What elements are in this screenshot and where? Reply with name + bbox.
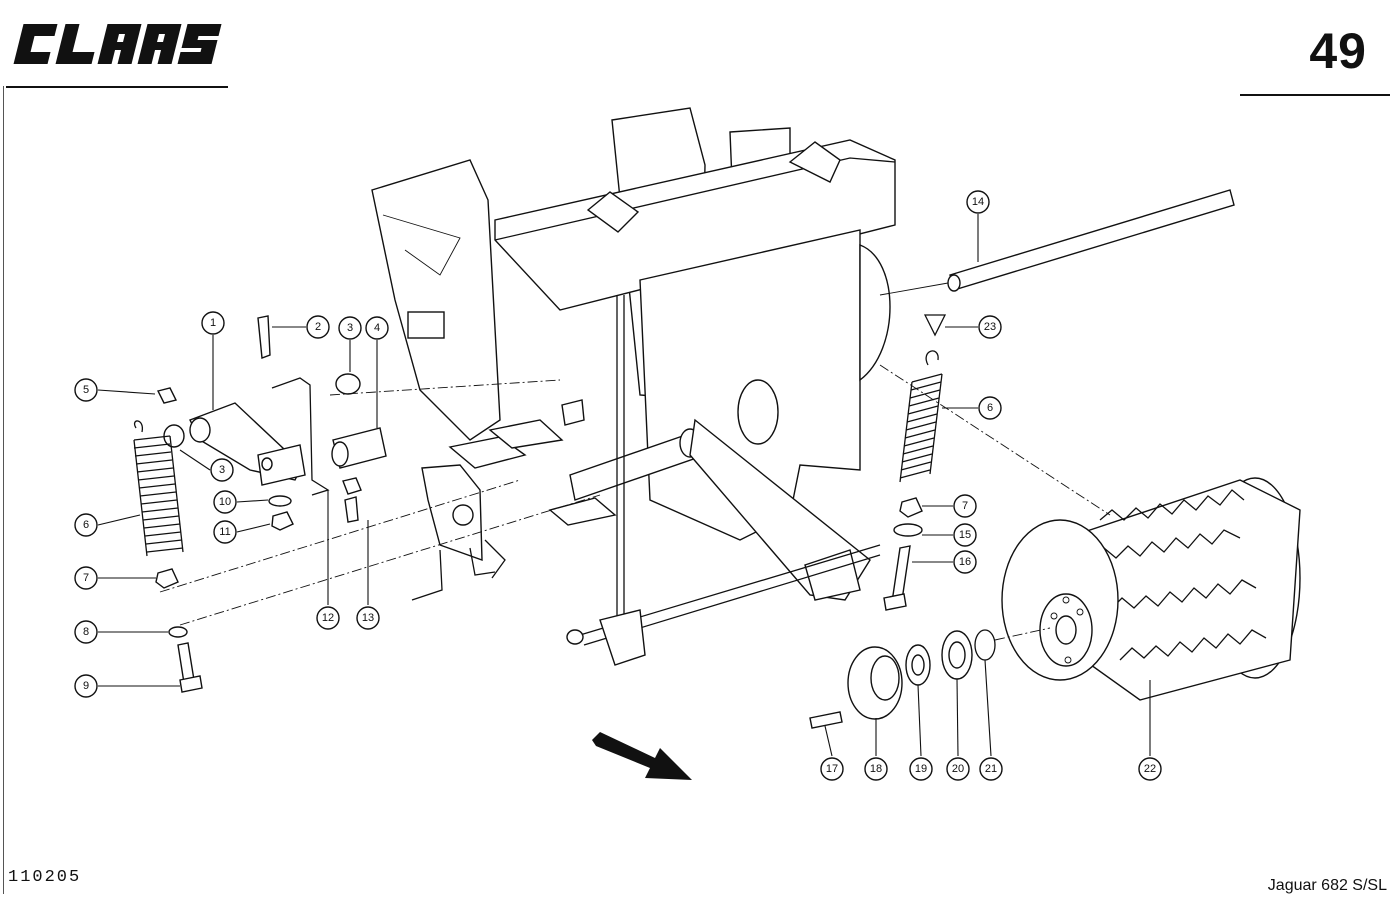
callout-12: 12	[316, 606, 340, 630]
callout-8: 8	[74, 620, 98, 644]
callout-13-label: 13	[362, 612, 374, 624]
claas-logo-mark	[13, 24, 222, 64]
callout-21-label: 21	[985, 763, 997, 775]
callout-10-label: 10	[219, 496, 231, 508]
callout-22: 22	[1138, 757, 1162, 781]
callout-15: 15	[953, 523, 977, 547]
callout-18: 18	[864, 757, 888, 781]
callout-10: 10	[213, 490, 237, 514]
left-spring	[133, 420, 184, 557]
frame-border	[3, 86, 4, 894]
left-tensioner-assembly	[133, 315, 601, 693]
right-drum-assembly	[809, 189, 1301, 729]
callout-20-label: 20	[952, 763, 964, 775]
header-rule-left	[6, 86, 228, 88]
callout-13: 13	[356, 606, 380, 630]
leader-lines	[97, 214, 1151, 757]
header-rule-right	[1240, 94, 1390, 96]
callout-5: 5	[74, 378, 98, 402]
callout-6-right-label: 6	[987, 402, 993, 414]
callout-19-label: 19	[915, 763, 927, 775]
callout-23: 23	[978, 315, 1002, 339]
callout-9-label: 9	[83, 680, 89, 692]
main-frame	[371, 107, 896, 666]
callout-6-left-label: 6	[83, 519, 89, 531]
model-name: Jaguar 682 S/SL	[1267, 877, 1387, 894]
callout-6-left: 6	[74, 513, 98, 537]
callout-7-left-label: 7	[83, 572, 89, 584]
callout-2: 2	[306, 315, 330, 339]
callout-11: 11	[213, 520, 237, 544]
drum-22	[1001, 477, 1301, 701]
callout-3-lower-label: 3	[219, 464, 225, 476]
callout-15-label: 15	[959, 529, 971, 541]
callout-14-label: 14	[972, 196, 984, 208]
callout-12-label: 12	[322, 612, 334, 624]
callout-18-label: 18	[870, 763, 882, 775]
callout-9: 9	[74, 674, 98, 698]
direction-arrow	[592, 732, 692, 780]
callout-7-left: 7	[74, 566, 98, 590]
callout-3-lower: 3	[210, 458, 234, 482]
callout-2-label: 2	[315, 321, 321, 333]
callout-8-label: 8	[83, 626, 89, 638]
callouts: 1 2 3 4 5 3 6 10 11 7 8 9 12 13 14 23 6 …	[74, 190, 1162, 781]
callout-5-label: 5	[83, 384, 89, 396]
callout-16: 16	[953, 550, 977, 574]
callout-20: 20	[946, 757, 970, 781]
drawing-code: 110205	[8, 868, 82, 887]
callout-1-label: 1	[210, 317, 216, 329]
callout-21: 21	[979, 757, 1003, 781]
page-number: 49	[1309, 23, 1367, 79]
callout-22-label: 22	[1144, 763, 1156, 775]
callout-16-label: 16	[959, 556, 971, 568]
callout-17: 17	[820, 757, 844, 781]
callout-6-right: 6	[978, 396, 1002, 420]
callout-7-right: 7	[953, 494, 977, 518]
callout-3-top: 3	[338, 316, 362, 340]
callout-11-label: 11	[219, 526, 230, 538]
callout-7-right-label: 7	[962, 500, 968, 512]
callout-4: 4	[365, 316, 389, 340]
callout-3-top-label: 3	[347, 322, 353, 334]
right-spring	[899, 350, 943, 483]
callout-14: 14	[966, 190, 990, 214]
callout-4-label: 4	[374, 322, 380, 334]
callout-19: 19	[909, 757, 933, 781]
claas-logo	[8, 14, 240, 74]
callout-23-label: 23	[984, 321, 996, 333]
callout-17-label: 17	[826, 763, 838, 775]
callout-1: 1	[201, 311, 225, 335]
